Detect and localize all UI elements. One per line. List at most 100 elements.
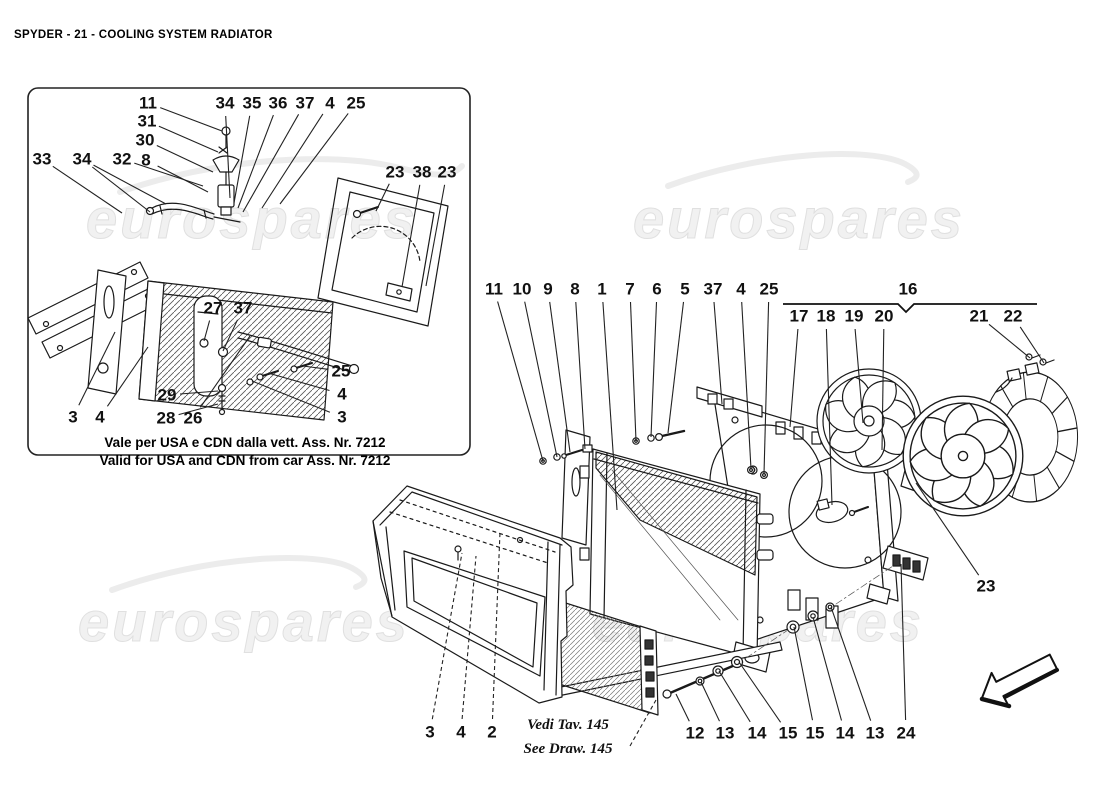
callout-28: 28 bbox=[157, 409, 176, 428]
leader-line bbox=[431, 552, 463, 720]
note-english: See Draw. 145 bbox=[523, 741, 613, 757]
callout-3: 3 bbox=[68, 408, 77, 427]
leader-line bbox=[78, 331, 116, 406]
callout-4: 4 bbox=[325, 94, 335, 113]
callout-4: 4 bbox=[95, 408, 105, 427]
callout-6: 6 bbox=[652, 280, 661, 299]
leader-line bbox=[222, 319, 238, 352]
leader-line bbox=[1019, 326, 1045, 364]
leader-line bbox=[825, 328, 833, 506]
leader-line bbox=[178, 403, 219, 416]
note-italian: Vedi Tav. 145 bbox=[527, 717, 609, 733]
leader-line bbox=[302, 365, 329, 370]
callout-8: 8 bbox=[570, 280, 579, 299]
callout-9: 9 bbox=[543, 280, 552, 299]
leader-line bbox=[524, 301, 558, 458]
leader-line bbox=[650, 301, 658, 438]
leader-line bbox=[830, 606, 872, 721]
shroud bbox=[372, 485, 574, 704]
leader-line bbox=[915, 482, 980, 576]
callout-18: 18 bbox=[817, 307, 836, 326]
callout-4: 4 bbox=[456, 723, 466, 742]
callout-31: 31 bbox=[138, 112, 157, 131]
leader-line bbox=[225, 115, 231, 199]
leader-line bbox=[812, 616, 843, 721]
leader-line bbox=[549, 301, 571, 453]
leader-line bbox=[267, 372, 330, 392]
main-assembly: 16 bbox=[372, 280, 1079, 747]
callout-27: 27 bbox=[204, 299, 223, 318]
callout-7: 7 bbox=[625, 280, 634, 299]
leader-line bbox=[675, 693, 690, 722]
leader-line bbox=[199, 335, 251, 408]
watermark-text: eurospares bbox=[78, 590, 410, 653]
leader-line bbox=[93, 164, 167, 205]
inset-caption-english: Valid for USA and CDN from car Ass. Nr. … bbox=[100, 453, 391, 468]
callout-34: 34 bbox=[73, 150, 92, 169]
leader-line bbox=[789, 328, 799, 428]
leader-line bbox=[233, 115, 251, 204]
leader-line bbox=[575, 301, 586, 450]
callout-11: 11 bbox=[485, 280, 503, 299]
callout-17: 17 bbox=[790, 307, 809, 326]
callout-34: 34 bbox=[216, 94, 235, 113]
leader-line bbox=[242, 114, 300, 213]
leader-line bbox=[279, 113, 349, 205]
callout-13: 13 bbox=[716, 724, 735, 743]
callout-15: 15 bbox=[779, 724, 798, 743]
leader-line bbox=[741, 301, 752, 470]
callout-14: 14 bbox=[836, 724, 855, 743]
callout-11: 11 bbox=[139, 94, 157, 113]
callout-37: 37 bbox=[296, 94, 315, 113]
callout-38: 38 bbox=[413, 163, 432, 182]
leader-line bbox=[158, 125, 219, 153]
leader-line bbox=[988, 323, 1031, 359]
leader-line bbox=[602, 301, 618, 511]
callout-23: 23 bbox=[386, 163, 405, 182]
callout-25: 25 bbox=[760, 280, 779, 299]
note-leader-line bbox=[629, 699, 657, 747]
group-16-bracket bbox=[783, 303, 1037, 314]
callout-2: 2 bbox=[487, 723, 496, 742]
callout-21: 21 bbox=[970, 307, 989, 326]
callout-1: 1 bbox=[597, 280, 606, 299]
leader-line bbox=[261, 113, 324, 209]
leader-line bbox=[203, 320, 211, 342]
inset-box bbox=[27, 87, 471, 456]
leader-line bbox=[900, 563, 907, 721]
callout-4: 4 bbox=[736, 280, 746, 299]
leader-line bbox=[401, 184, 421, 288]
callout-8: 8 bbox=[141, 151, 150, 170]
callout-29: 29 bbox=[158, 386, 177, 405]
leader-line bbox=[738, 661, 782, 723]
callout-25: 25 bbox=[347, 94, 366, 113]
leader-line bbox=[793, 626, 814, 721]
condenser bbox=[552, 598, 783, 716]
leader-line bbox=[425, 184, 446, 287]
callout-30: 30 bbox=[136, 131, 155, 150]
leader-line bbox=[629, 301, 637, 442]
callout-16: 16 bbox=[899, 280, 918, 299]
callout-4: 4 bbox=[337, 385, 347, 404]
leader-line bbox=[237, 114, 274, 209]
mount-hardware bbox=[662, 565, 894, 699]
leader-line bbox=[91, 166, 151, 213]
callout-33: 33 bbox=[33, 150, 52, 169]
callout-23: 23 bbox=[438, 163, 457, 182]
leader-line bbox=[52, 165, 123, 214]
leader-line bbox=[375, 183, 390, 212]
callout-13: 13 bbox=[866, 724, 885, 743]
leader-line bbox=[497, 301, 544, 462]
callout-3: 3 bbox=[337, 408, 346, 427]
callout-37: 37 bbox=[234, 299, 253, 318]
leader-line bbox=[881, 328, 885, 451]
leader-line bbox=[718, 670, 751, 723]
callout-10: 10 bbox=[513, 280, 532, 299]
inset-caption-italian: Vale per USA e CDN dalla vett. Ass. Nr. … bbox=[104, 435, 385, 450]
direction-arrow-icon bbox=[979, 653, 1059, 709]
page-title: SPYDER - 21 - COOLING SYSTEM RADIATOR bbox=[14, 29, 273, 41]
leader-line bbox=[157, 165, 209, 193]
callout-3: 3 bbox=[425, 723, 434, 742]
